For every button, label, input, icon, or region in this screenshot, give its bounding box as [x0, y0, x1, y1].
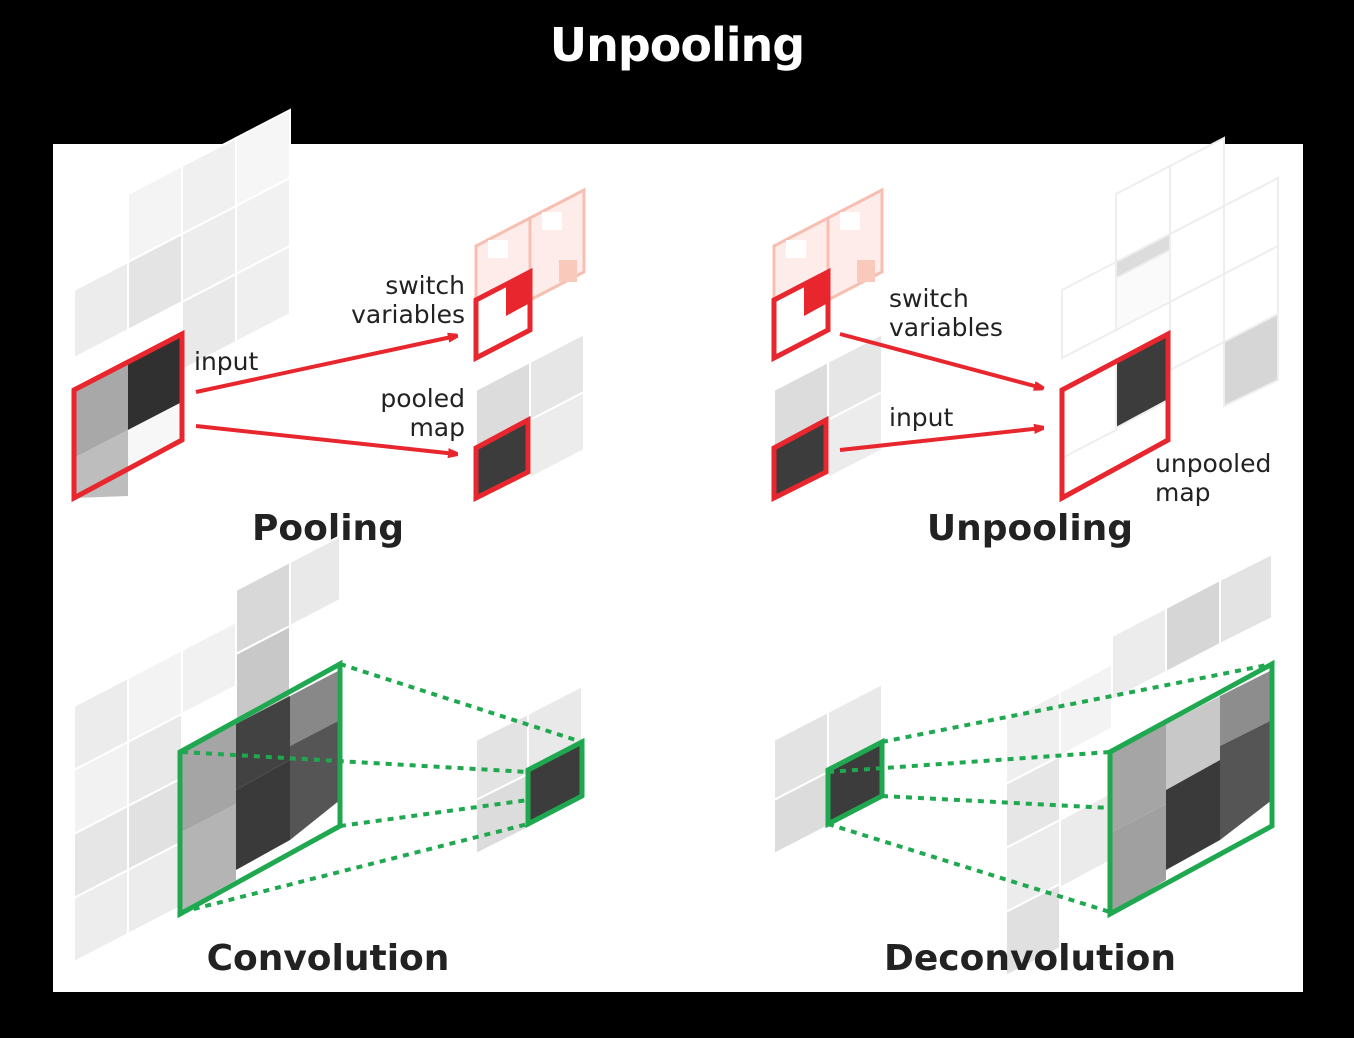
unpooling-switch-label-1: switch: [889, 284, 969, 313]
convolution-projection-lines: [181, 662, 583, 914]
pooling-switch-label-2: variables: [351, 300, 465, 329]
unpooled-label-2: map: [1155, 478, 1211, 507]
convolution-input-grid: [73, 534, 341, 964]
pooling-arrow-to-pooled: [195, 424, 456, 454]
unpooling-switch-grid: [771, 187, 884, 363]
unpooled-map-grid: [1059, 136, 1279, 503]
deconvolution-projection-lines: [827, 662, 1273, 914]
convolution-caption: Convolution: [207, 938, 450, 979]
unpooling-arrow-from-input: [839, 428, 1042, 452]
unpooling-input-map: [771, 332, 883, 503]
unpooled-label-1: unpooled: [1155, 449, 1271, 478]
deconvolution-caption: Deconvolution: [884, 938, 1176, 979]
pooling-input-block: [71, 329, 185, 503]
unpooling-caption: Unpooling: [927, 508, 1133, 549]
pooling-switch-label-1: switch: [385, 271, 465, 300]
unpooling-section: switch variables input unpooled map Unpo…: [771, 136, 1279, 549]
unpooling-input-label: input: [889, 403, 954, 432]
convolution-output-map: [475, 684, 585, 856]
pooling-input-grid: [73, 108, 291, 372]
deconvolution-section: Deconvolution: [773, 552, 1275, 979]
pooling-section: input switch variables pooled map Poolin…: [71, 108, 586, 549]
convolution-section: Convolution: [73, 534, 585, 979]
slide-title: Unpooling: [549, 18, 805, 72]
unpooling-arrow-from-switch: [839, 332, 1042, 388]
pooling-switch-grid: [473, 187, 586, 363]
deconvolution-output-grid: [1005, 552, 1273, 978]
pooling-pooled-label-2: map: [409, 413, 465, 442]
pooling-pooled-map: [473, 332, 585, 503]
pooling-input-label: input: [194, 347, 259, 376]
deconvolution-kernel-region: [1107, 659, 1275, 919]
unpooling-switch-label-2: variables: [889, 313, 1003, 342]
pooling-pooled-label-1: pooled: [380, 384, 465, 413]
deconvolution-input-map: [773, 682, 885, 856]
pooling-arrow-to-switch: [195, 336, 456, 394]
